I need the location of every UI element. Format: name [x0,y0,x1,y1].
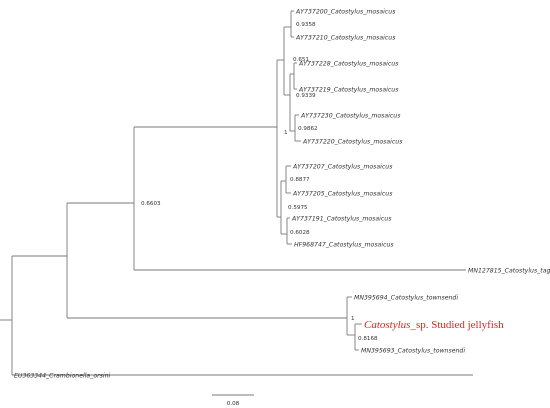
support-value: 0.651 [293,57,309,63]
taxon-label: AY737210_Catostylus_mosaicus [295,34,396,42]
support-value: 0.8168 [358,336,378,342]
taxon-label: AY737228_Catostylus_mosaicus [298,60,399,68]
studied-jellyfish-label: Catostylus_sp. Studied jellyfish [364,319,504,331]
taxon-label: AY737200_Catostylus_mosaicus [295,8,396,16]
scale-label: 0.08 [227,401,240,407]
support-value: 0.5975 [288,205,308,211]
taxon-label: HF968747_Catostylus_mosaicus [294,241,394,249]
taxon-label: AY737220_Catostylus_mosaicus [302,138,403,146]
taxon-label: AY737230_Catostylus_mosaicus [300,112,401,120]
support-value: 0.9358 [296,22,316,28]
support-value: 0.9862 [298,126,318,132]
support-value: 0.8877 [290,177,310,183]
taxon-label: MN395694_Catostylus_townsendi [354,294,458,302]
support-value: 0.6603 [141,201,161,207]
taxon-label: AY737191_Catostylus_mosaicus [291,215,392,223]
studied-genus: Catostylus [364,319,410,331]
support-value: 0.9339 [296,93,316,99]
support-value: 1 [284,130,288,136]
support-value: 1 [351,316,355,322]
taxon-label: AY737219_Catostylus_mosaicus [298,86,399,94]
support-value: 0.6028 [290,230,310,236]
taxon-label: MN395693_Catostylus_townsendi [361,347,465,355]
taxon-label: MN127815_Catostylus_tagi [468,267,550,275]
taxon-label: EU363344_Crambionella_orsini [14,373,111,380]
taxon-label: AY737207_Catostylus_mosaicus [292,163,393,171]
taxon-label: AY737205_Catostylus_mosaicus [292,190,393,198]
studied-descriptor: _sp. Studied jellyfish [409,319,504,331]
